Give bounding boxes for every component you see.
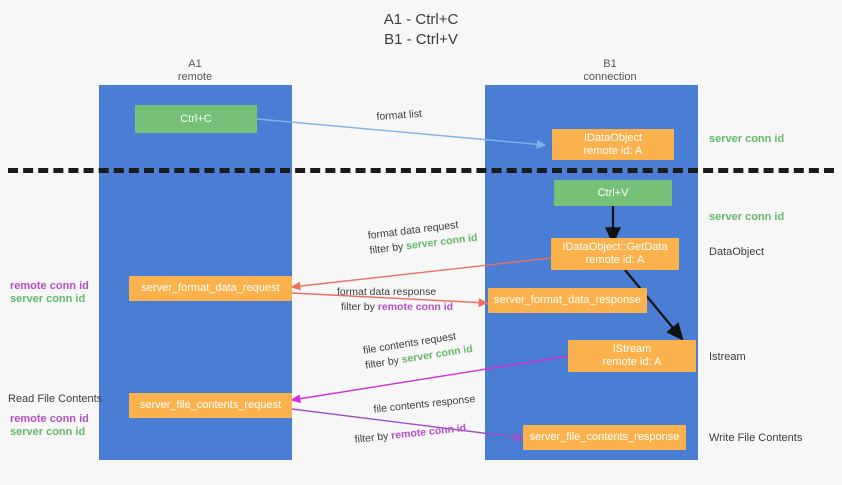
edge-label-file-contents-response-filter-value: remote conn id	[390, 422, 467, 442]
edge-label-file-contents-response-line1: file contents response	[372, 393, 476, 416]
edge-label-format-data-response-filter-value: remote conn id	[377, 301, 454, 313]
edge-label-format-list: format list	[376, 107, 423, 123]
lane-header-b1-sub: connection	[583, 71, 637, 83]
box-server-format-data-response-label: server_format_data_response	[494, 294, 641, 306]
edge-label-file-contents-response-line2: filter by remote conn id	[354, 420, 479, 448]
label-read-file-contents: Read File Contents	[8, 393, 103, 405]
box-server-format-data-response[interactable]: server_format_data_response	[488, 288, 647, 313]
box-server-file-contents-request-label: server_file_contents_request	[139, 399, 282, 411]
box-server-file-contents-response[interactable]: server_file_contents_response	[523, 425, 686, 450]
lane-header-b1: B1 connection	[510, 58, 710, 84]
box-idataobject-getdata[interactable]: IDataObject::GetData remote id: A	[551, 238, 679, 270]
lane-header-a1-sub: remote	[177, 71, 213, 83]
lane-header-b1-name: B1	[603, 58, 617, 70]
box-istream-line2: remote id: A	[602, 356, 662, 368]
phase-separator	[8, 168, 834, 173]
box-ctrl-c[interactable]: Ctrl+C	[135, 105, 257, 133]
box-istream-line1: IStream	[612, 343, 652, 355]
lane-header-a1-name: A1	[188, 58, 202, 70]
label-write-file-contents: Write File Contents	[709, 432, 803, 444]
box-getdata-line2: remote id: A	[585, 254, 645, 266]
box-idataobject[interactable]: IDataObject remote id: A	[552, 129, 674, 160]
label-dataobject: DataObject	[709, 246, 765, 258]
label-server-conn-id-1: server conn id	[10, 293, 86, 305]
edge-label-format-data-response: format data response filter by remote co…	[337, 285, 453, 315]
edge-label-file-contents-response-filter-prefix: filter by	[354, 429, 392, 446]
label-server-conn-id-second: server conn id	[709, 211, 785, 223]
box-server-file-contents-response-label: server_file_contents_response	[529, 431, 680, 443]
box-idataobject-line2: remote id: A	[583, 144, 643, 157]
box-ctrl-v-label: Ctrl+V	[597, 186, 629, 199]
edge-label-format-data-request-filter-prefix: filter by	[368, 240, 407, 257]
edge-label-format-data-response-line2: filter by remote conn id	[337, 300, 453, 315]
box-ctrl-c-label: Ctrl+C	[180, 112, 212, 125]
box-idataobject-line1: IDataObject	[583, 131, 643, 144]
title-line-1: A1 - Ctrl+C	[383, 11, 459, 28]
box-getdata-line1: IDataObject::GetData	[562, 241, 668, 253]
label-remote-conn-id-2: remote conn id	[10, 413, 89, 425]
title-line-2: B1 - Ctrl+V	[384, 31, 458, 48]
box-server-file-contents-request[interactable]: server_file_contents_request	[129, 393, 292, 418]
box-server-format-data-request[interactable]: server_format_data_request	[129, 276, 292, 301]
page-title: A1 - Ctrl+C B1 - Ctrl+V	[0, 10, 842, 50]
label-istream: Istream	[709, 351, 746, 363]
edge-label-format-data-response-filter-prefix: filter by	[341, 301, 378, 313]
label-remote-conn-id-1: remote conn id	[10, 280, 89, 292]
label-server-conn-id-2: server conn id	[10, 426, 86, 438]
edge-label-format-data-request: format data request filter by server con…	[367, 216, 478, 259]
label-server-conn-id-top: server conn id	[709, 133, 785, 145]
edge-label-file-contents-response: file contents response filter by remote …	[351, 392, 479, 448]
box-server-format-data-request-label: server_format_data_request	[141, 282, 280, 294]
edge-label-file-contents-request: file contents request filter by server c…	[362, 327, 474, 374]
edge-label-format-data-response-line1: format data response	[337, 286, 437, 298]
box-ctrl-v[interactable]: Ctrl+V	[554, 180, 672, 206]
box-istream[interactable]: IStream remote id: A	[568, 340, 696, 372]
lane-header-a1: A1 remote	[95, 58, 295, 84]
